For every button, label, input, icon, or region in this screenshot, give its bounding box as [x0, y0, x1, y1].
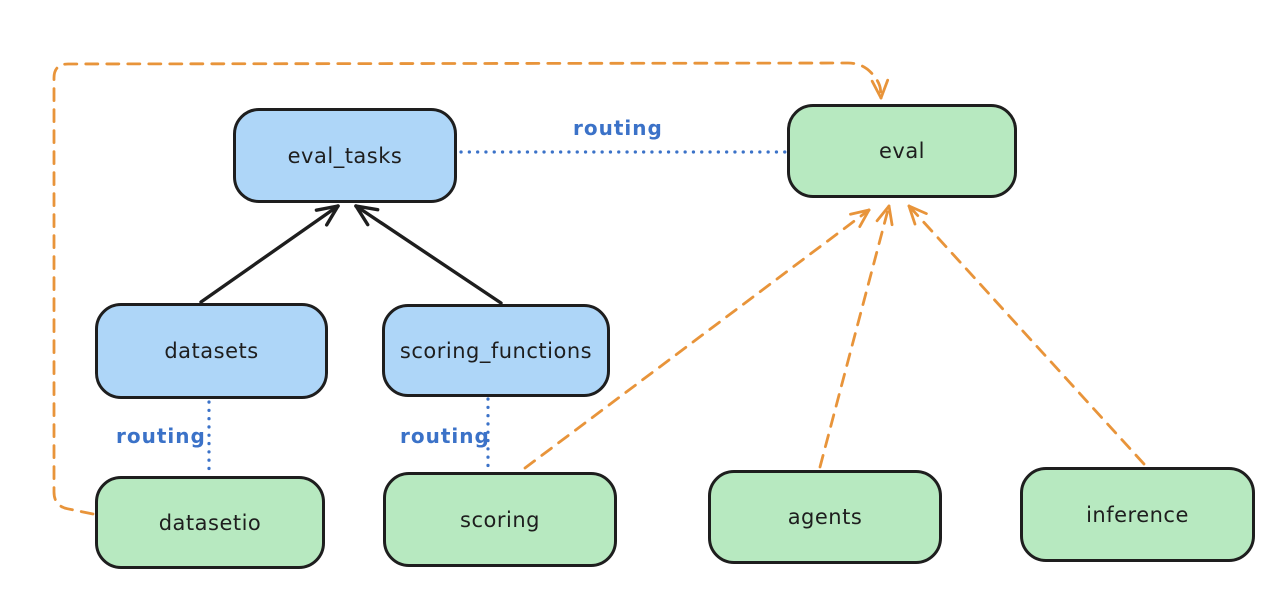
node-eval-label: eval: [878, 139, 926, 163]
edge-scoring_functions-to-eval_tasks-arrowhead-0: [354, 204, 370, 227]
edge-scoring-to-eval-arrowhead-1: [858, 208, 871, 229]
edge-datasetio-to-eval-arrowhead-0: [879, 78, 890, 100]
edge-datasetio-to-eval-arrowhead-1: [870, 79, 883, 100]
edge-scoring_functions-to-eval_tasks: [354, 204, 503, 305]
node-scoring-functions-label: scoring_functions: [399, 338, 593, 363]
edge-agents-to-eval: [818, 204, 891, 469]
node-scoring: scoring: [383, 472, 617, 567]
edge-agents-to-eval-arrowhead-1: [887, 204, 894, 227]
edge-datasets-to-eval_tasks-arrowhead-1: [324, 204, 340, 227]
edge-scoring_functions-to-eval_tasks-arrowhead-1: [354, 204, 380, 212]
node-datasets-label: datasets: [164, 339, 259, 363]
edge-datasets-to-eval_tasks-arrowhead-0: [314, 204, 340, 212]
edge-label-routing-datasets: routing: [116, 424, 206, 448]
node-eval-tasks: eval_tasks: [233, 108, 457, 203]
node-eval-tasks-label: eval_tasks: [287, 143, 403, 168]
edge-scoring-to-eval-arrowhead-0: [849, 208, 871, 216]
node-datasetio-label: datasetio: [158, 510, 262, 535]
node-eval: eval: [787, 104, 1017, 198]
edge-agents-to-eval-arrowhead-0: [875, 204, 891, 223]
edge-inference-to-eval-arrowhead-0: [907, 204, 917, 226]
node-agents-label: agents: [787, 505, 863, 529]
node-agents: agents: [708, 470, 942, 564]
node-datasets: datasets: [95, 303, 328, 399]
node-scoring-functions: scoring_functions: [382, 304, 610, 397]
edge-label-routing-top: routing: [573, 116, 663, 140]
node-datasetio: datasetio: [95, 476, 325, 569]
edge-datasets-to-eval_tasks: [199, 204, 340, 304]
node-scoring-label: scoring: [460, 507, 540, 532]
edge-inference-to-eval: [907, 204, 1146, 466]
node-inference-label: inference: [1086, 502, 1189, 527]
edge-label-routing-scoring: routing: [400, 424, 490, 448]
edge-inference-to-eval-arrowhead-1: [907, 204, 928, 216]
node-inference: inference: [1020, 467, 1255, 562]
